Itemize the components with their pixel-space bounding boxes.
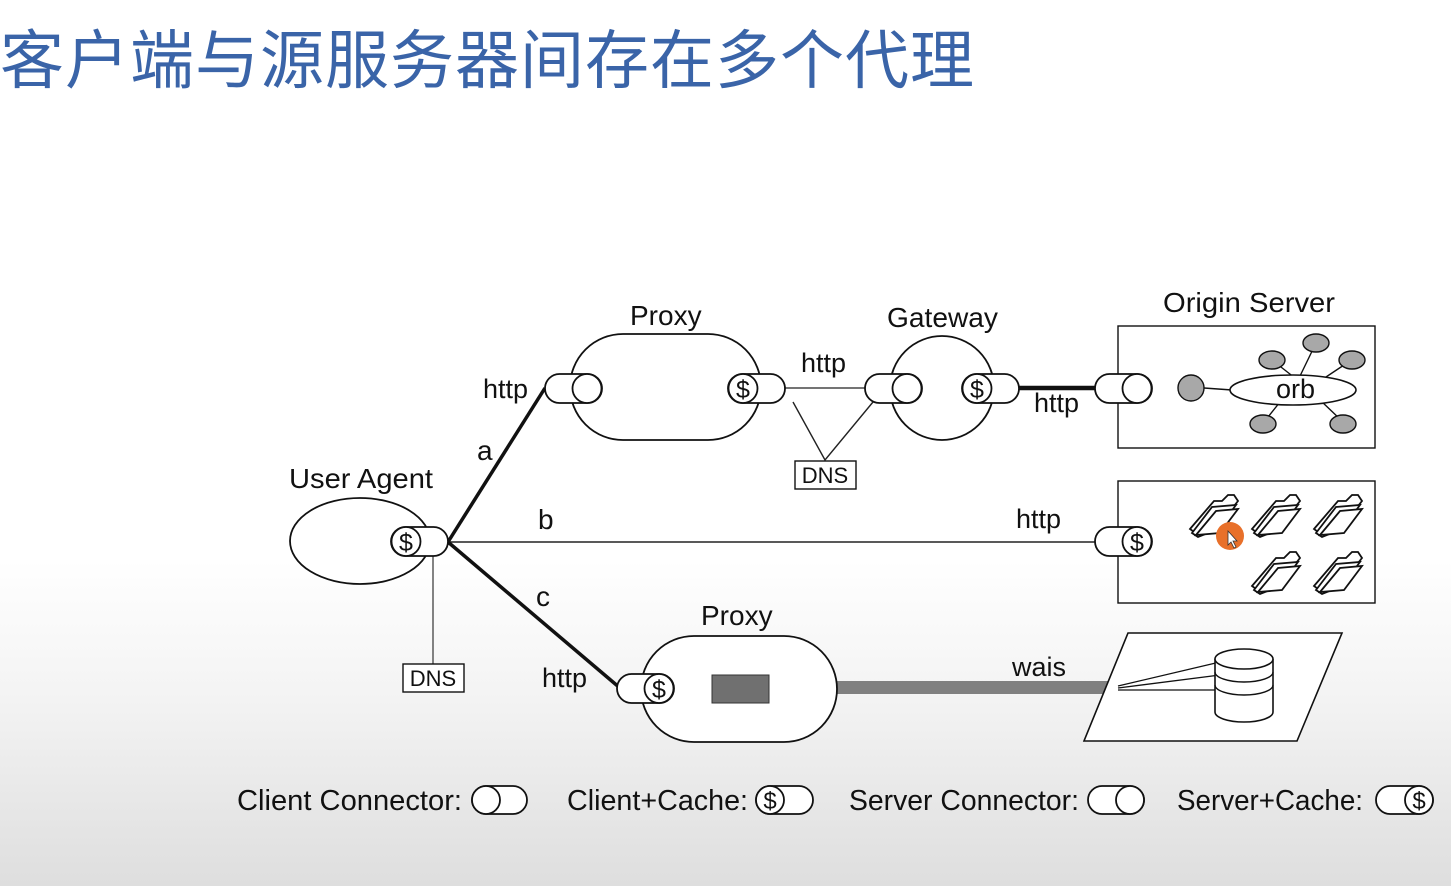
client-cache-connector-user-agent: $	[390, 526, 449, 557]
edge-labels: a b c http http http http http wais	[477, 348, 1079, 693]
svg-text:$: $	[970, 376, 984, 404]
connection-lines	[432, 385, 1178, 694]
gateway-node: Gateway	[887, 302, 998, 441]
client-connector-gateway	[864, 373, 923, 404]
wais-bar	[768, 681, 1118, 694]
path-c-line	[446, 540, 622, 690]
legend-client-connector-label: Client Connector:	[237, 785, 462, 817]
http-b-label: http	[1016, 504, 1061, 534]
gateway-label: Gateway	[887, 302, 998, 333]
svg-text:DNS: DNS	[802, 463, 848, 488]
legend-server-connector-label: Server Connector:	[849, 785, 1079, 817]
http-c-label: http	[542, 663, 587, 693]
svg-text:$: $	[1130, 529, 1144, 557]
proxy-bottom-node: Proxy	[640, 600, 838, 743]
path-a-label: a	[477, 435, 493, 466]
dns-left-box: DNS	[402, 663, 465, 693]
wais-label: wais	[1011, 652, 1066, 682]
svg-text:$: $	[1412, 788, 1425, 815]
legend-server-cache-label: Server+Cache:	[1177, 785, 1363, 817]
legend: Client Connector: Client+Cache: $ Server…	[237, 785, 1434, 817]
legend-server-cache-symbol: $	[1375, 785, 1434, 815]
legend-client-cache-label: Client+Cache:	[567, 785, 748, 817]
http-a-label: http	[483, 374, 528, 404]
wais-server	[1082, 632, 1344, 742]
user-agent-node: User Agent	[289, 463, 433, 585]
client-cache-connector-proxy-top: $	[727, 373, 786, 404]
svg-text:$: $	[652, 676, 666, 704]
slide-title: 客户端与源服务器间存在多个代理	[0, 25, 975, 99]
proxy-top-node: Proxy	[569, 300, 762, 441]
gateway-module	[711, 674, 770, 704]
path-c-label: c	[536, 581, 550, 612]
client-cache-connector-proxy-bottom: $	[616, 673, 675, 704]
server-cache-connector-file-server: $	[1094, 526, 1153, 557]
svg-text:$: $	[763, 788, 776, 815]
http-proxy-gateway-label: http	[801, 348, 846, 378]
database-icon	[1214, 648, 1274, 723]
dns-top-box: DNS	[794, 460, 857, 490]
svg-text:$: $	[736, 376, 750, 404]
legend-client-cache-symbol: $	[755, 785, 814, 815]
proxy-top-label: Proxy	[630, 300, 702, 331]
server-connector-origin	[1094, 373, 1153, 404]
http-gateway-origin-label: http	[1034, 388, 1079, 418]
svg-text:$: $	[399, 529, 413, 557]
legend-client-connector-symbol	[471, 785, 528, 815]
client-connector-proxy-top	[544, 373, 603, 404]
origin-server-label: Origin Server	[1163, 287, 1335, 318]
cursor-highlight-icon	[1216, 522, 1244, 550]
user-agent-label: User Agent	[289, 463, 433, 494]
path-b-label: b	[538, 504, 554, 535]
orb-label: orb	[1276, 374, 1315, 404]
dns-top-lines	[792, 401, 874, 462]
client-cache-connector-gateway: $	[961, 373, 1020, 404]
svg-text:DNS: DNS	[410, 666, 456, 691]
orb-network: orb	[1177, 333, 1366, 434]
path-a-line	[446, 387, 547, 543]
legend-server-connector-symbol	[1087, 785, 1145, 815]
proxy-bottom-label: Proxy	[701, 600, 773, 631]
